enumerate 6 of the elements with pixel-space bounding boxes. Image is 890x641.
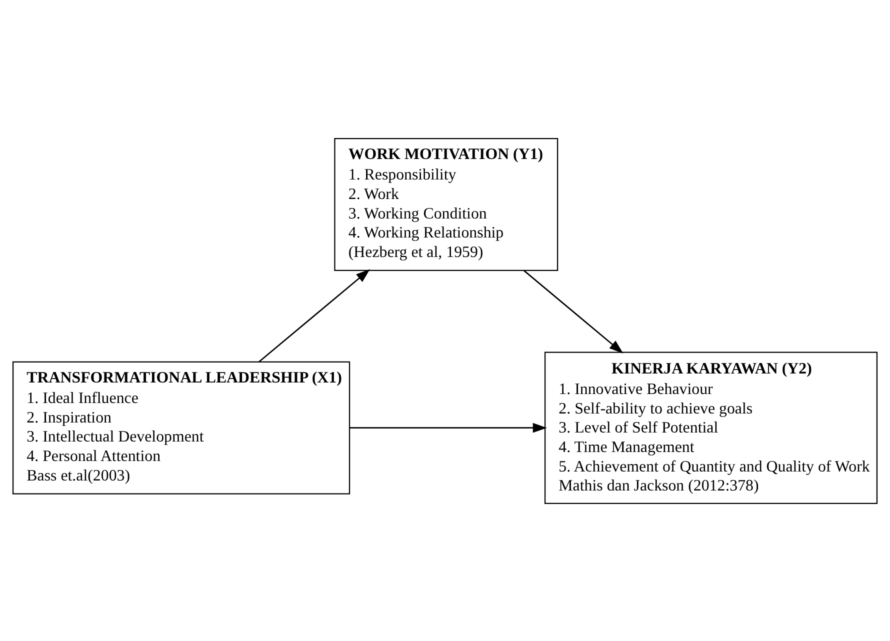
arrow	[258, 268, 370, 362]
arrow	[523, 269, 624, 353]
arrow	[350, 422, 547, 432]
node-box: KINERJA KARYAWAN (Y2) 1. Innovative Behaviour 2. Self-ability to achieve goals 3. Level of Self Potential 4. Time Management 5. Achievement of Quantity and Quality of Work Mathis dan Jackson (2012:378)	[544, 351, 878, 504]
node-box: TRANSFORMATIONAL LEADERSHIP (X1) 1. Ideal Influence 2. Inspiration 3. Intellectual Development 4. Personal Attention Bass et.al(2003)	[12, 360, 350, 494]
node-box: WORK MOTIVATION (Y1) 1. Responsibility 2. Work 3. Working Condition 4. Working Relationship (Hezberg et al, 1959)	[334, 137, 558, 270]
